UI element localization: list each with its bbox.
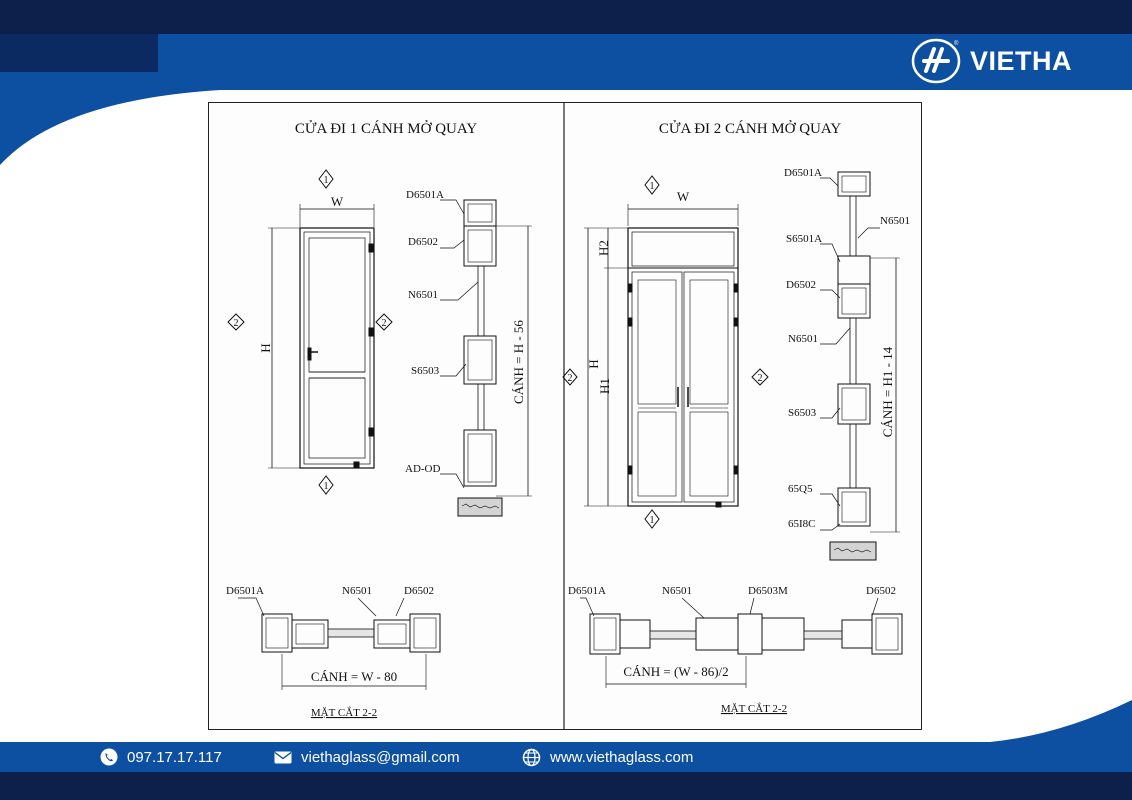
svg-text:AD-OD: AD-OD bbox=[405, 463, 440, 475]
left-marker-left: 2 bbox=[227, 313, 245, 331]
right-dim-h: H bbox=[586, 359, 601, 368]
svg-text:D6502: D6502 bbox=[866, 585, 896, 597]
svg-text:2: 2 bbox=[234, 318, 239, 329]
left-vertical-section bbox=[457, 199, 503, 517]
svg-text:N6501: N6501 bbox=[408, 289, 438, 301]
svg-text:D6502: D6502 bbox=[404, 585, 434, 597]
svg-text:2: 2 bbox=[758, 373, 763, 384]
left-horizontal-section bbox=[261, 613, 441, 653]
left-section-dim: CÁNH = W - 80 bbox=[311, 669, 397, 684]
double-door-elevation bbox=[627, 227, 739, 508]
svg-text:1: 1 bbox=[324, 481, 329, 492]
svg-text:N6501: N6501 bbox=[880, 215, 910, 227]
svg-text:2: 2 bbox=[382, 318, 387, 329]
svg-text:D6503M: D6503M bbox=[748, 585, 788, 597]
website-url: www.viethaglass.com bbox=[550, 748, 694, 766]
right-vertical-section bbox=[829, 171, 877, 561]
right-section-labels: D6501A N6501 D6503M D6502 bbox=[568, 585, 896, 619]
svg-text:D6501A: D6501A bbox=[784, 167, 822, 179]
right-horizontal-section bbox=[589, 613, 903, 655]
brand-logo: ® VIETHA bbox=[910, 36, 1072, 86]
left-dim-w: W bbox=[331, 194, 344, 209]
svg-text:D6501A: D6501A bbox=[226, 585, 264, 597]
svg-text:D6501A: D6501A bbox=[406, 189, 444, 201]
svg-text:1: 1 bbox=[650, 515, 655, 526]
mail-icon bbox=[274, 751, 292, 763]
left-vertical-dim: CÁNH = H - 56 bbox=[511, 320, 526, 404]
footer-bottom-band bbox=[0, 772, 1132, 800]
svg-text:1: 1 bbox=[650, 181, 655, 192]
right-dim-h1: H1 bbox=[597, 378, 612, 394]
left-marker-top: 1 bbox=[318, 169, 334, 189]
right-marker-bottom: 1 bbox=[644, 509, 660, 529]
svg-text:S6501A: S6501A bbox=[786, 233, 822, 245]
svg-text:S6503: S6503 bbox=[411, 365, 440, 377]
left-vertical-labels: D6501A D6502 N6501 S6503 AD-OD bbox=[405, 189, 479, 489]
svg-text:S6503: S6503 bbox=[788, 407, 817, 419]
right-vertical-dim: CÁNH = H1 - 14 bbox=[880, 346, 895, 437]
svg-text:2: 2 bbox=[568, 373, 573, 384]
svg-text:65I8C: 65I8C bbox=[788, 518, 816, 530]
top-header-bar bbox=[0, 0, 1132, 34]
left-section-title: MẶT CẮT 2-2 bbox=[311, 706, 377, 719]
right-panel-title: CỬA ĐI 2 CÁNH MỞ QUAY bbox=[659, 120, 842, 137]
svg-text:®: ® bbox=[954, 40, 959, 47]
right-marker-top: 1 bbox=[644, 175, 660, 195]
svg-text:N6501: N6501 bbox=[662, 585, 692, 597]
right-section-dim: CÁNH = (W - 86)/2 bbox=[623, 664, 728, 679]
phone-number: 097.17.17.117 bbox=[127, 748, 222, 766]
brand-name: VIETHA bbox=[970, 45, 1073, 76]
vietha-logo-icon: ® bbox=[911, 38, 961, 84]
right-section-title: MẶT CẮT 2-2 bbox=[721, 702, 787, 715]
contact-phone[interactable]: 097.17.17.117 bbox=[100, 742, 222, 772]
contact-website[interactable]: www.viethaglass.com bbox=[522, 742, 693, 772]
svg-text:N6501: N6501 bbox=[788, 333, 818, 345]
left-marker-right: 2 bbox=[375, 313, 393, 331]
right-dim-h2: H2 bbox=[596, 240, 611, 256]
svg-text:N6501: N6501 bbox=[342, 585, 372, 597]
svg-text:D6502: D6502 bbox=[786, 279, 816, 291]
contact-email[interactable]: viethaglass@gmail.com bbox=[274, 742, 460, 772]
svg-text:65Q5: 65Q5 bbox=[788, 483, 813, 495]
svg-text:D6501A: D6501A bbox=[568, 585, 606, 597]
phone-icon bbox=[100, 748, 118, 766]
email-address: viethaglass@gmail.com bbox=[301, 748, 460, 766]
left-marker-bottom: 1 bbox=[318, 475, 334, 495]
right-vertical-labels: D6501A N6501 S6501A D6502 N6501 S6503 65… bbox=[784, 167, 910, 531]
single-door-elevation bbox=[299, 227, 375, 469]
svg-text:1: 1 bbox=[324, 175, 329, 186]
footer-contact-bar bbox=[0, 742, 1132, 772]
globe-icon bbox=[522, 748, 541, 766]
header-corner-block bbox=[0, 34, 158, 72]
right-dim-w: W bbox=[677, 189, 690, 204]
right-marker-right: 2 bbox=[751, 368, 769, 386]
left-panel-title: CỬA ĐI 1 CÁNH MỞ QUAY bbox=[295, 120, 478, 137]
svg-text:D6502: D6502 bbox=[408, 236, 438, 248]
left-section-labels: D6501A N6501 D6502 bbox=[226, 585, 434, 617]
right-marker-left: 2 bbox=[562, 368, 578, 386]
left-dim-h: H bbox=[258, 343, 273, 352]
door-technical-drawing: CỬA ĐI 1 CÁNH MỞ QUAY 1 1 2 2 W H bbox=[208, 102, 922, 730]
